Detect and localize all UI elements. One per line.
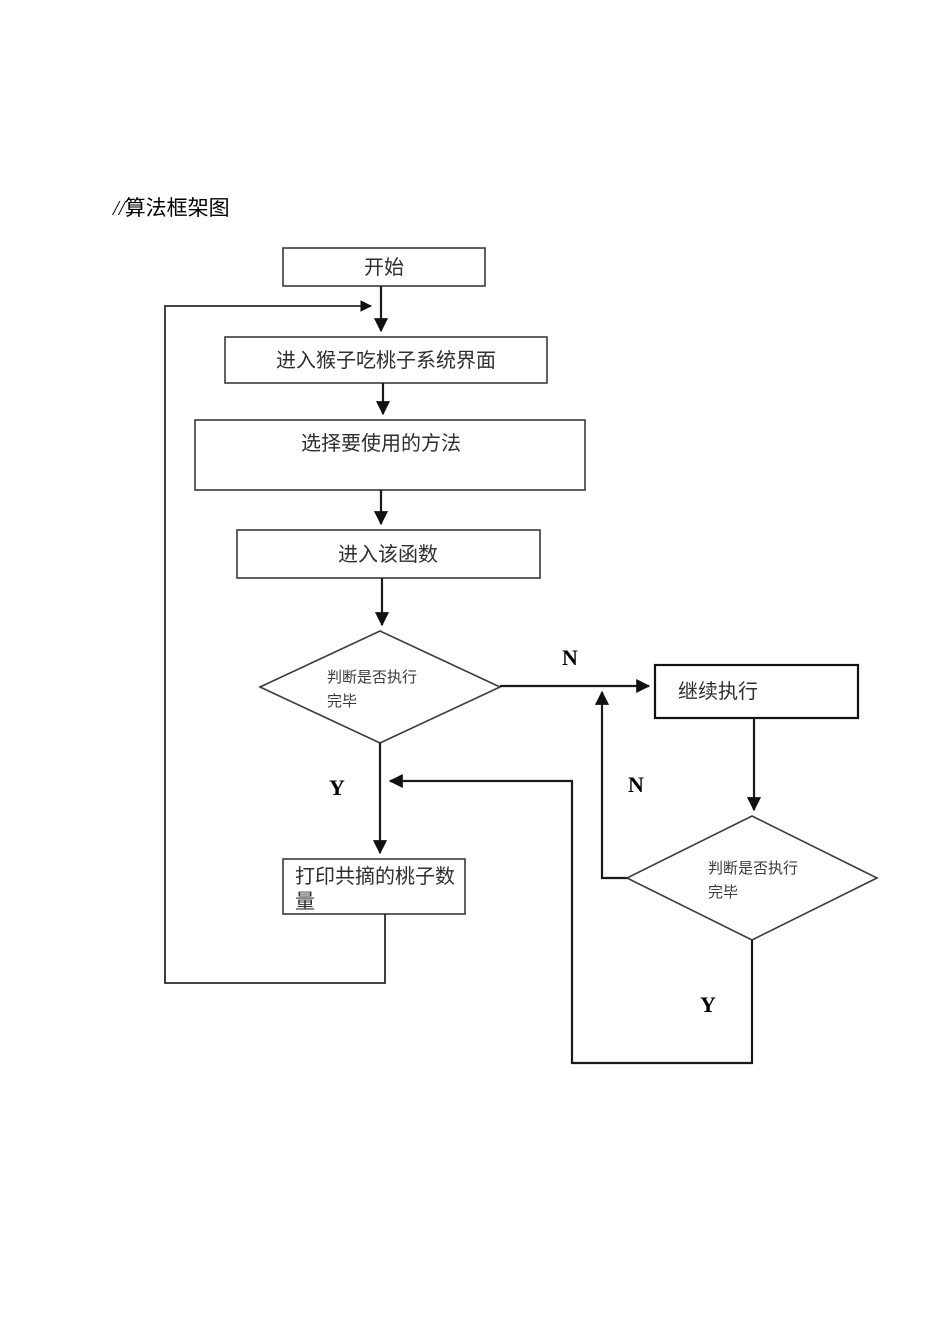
node-decision-1-label-line1: 判断是否执行 — [327, 669, 417, 686]
branch-label-no-2: N — [628, 772, 644, 797]
node-enter-function-label: 进入该函数 — [338, 543, 438, 566]
node-enter-function: 进入该函数 — [236, 529, 541, 579]
branch-label-yes-2: Y — [700, 992, 716, 1017]
node-choose-method-label: 选择要使用的方法 — [301, 432, 461, 455]
node-start: 开始 — [282, 247, 486, 287]
node-continue-label: 继续执行 — [678, 680, 758, 703]
node-decision-1-label-line2: 完毕 — [327, 693, 357, 710]
branch-label-yes-1: Y — [329, 775, 345, 800]
node-decision-2: 判断是否执行 完毕 — [625, 815, 879, 941]
node-print-total: 打印共摘的桃子数 量 — [282, 858, 466, 915]
title-text: 算法框架图 — [124, 196, 230, 220]
node-choose-method: 选择要使用的方法 — [194, 419, 586, 491]
node-continue: 继续执行 — [653, 663, 860, 720]
page-title: //算法框架图 — [113, 192, 230, 222]
edge-decision-2-yes-to-print-branch — [388, 773, 754, 1065]
node-print-total-label-line1: 打印共摘的桃子数 — [295, 865, 455, 888]
node-decision-2-label-line1: 判断是否执行 — [708, 860, 798, 877]
title-slashes: // — [113, 196, 125, 220]
node-enter-ui: 进入猴子吃桃子系统界面 — [224, 336, 548, 384]
node-enter-ui-label: 进入猴子吃桃子系统界面 — [276, 349, 496, 372]
edge-print-to-enter-ui-loop — [164, 300, 386, 984]
node-start-label: 开始 — [364, 256, 404, 279]
branch-label-no-1: N — [562, 645, 578, 670]
node-print-total-label-line2: 量 — [295, 891, 315, 913]
edge-decision-2-no-to-continue — [594, 690, 627, 880]
node-decision-1: 判断是否执行 完毕 — [258, 630, 502, 744]
node-decision-2-label-line2: 完毕 — [708, 884, 738, 901]
